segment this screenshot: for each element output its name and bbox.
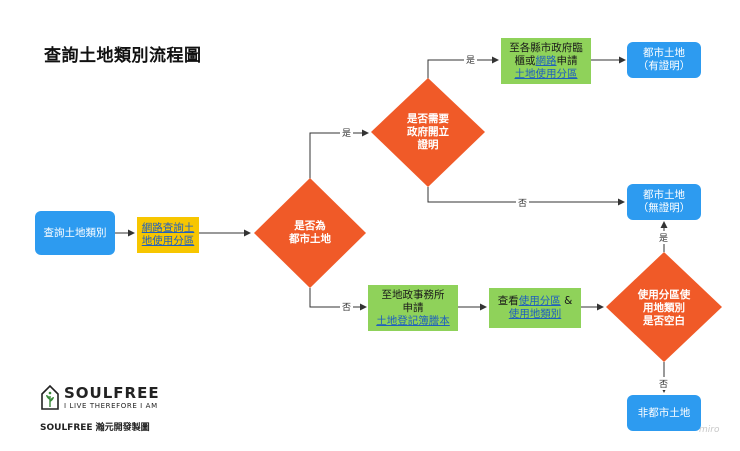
edge-label-urban-yes: 是 (340, 126, 354, 139)
edge-label-blank-no: 否 (657, 377, 671, 390)
decision-blank-label: 使用分區使 用地類別 是否空白 (619, 284, 709, 332)
node-county-apply: 至各縣市政府臨 櫃或網路申請 土地使用分區 (501, 38, 591, 84)
logo-caption: SOULFREE 瀚元開發製圖 (40, 423, 150, 433)
node-start-label: 查詢土地類別 (43, 226, 107, 239)
check-text: 查看 (497, 295, 519, 307)
edge-label-proof-no: 否 (516, 196, 530, 209)
edge-label-proof-yes: 是 (464, 53, 478, 66)
edge-proof-yes (427, 56, 499, 80)
blank-line1: 使用分區使 (637, 288, 691, 301)
node-urban-with-proof: 都市土地 （有證明） (627, 42, 701, 78)
edge-urban-yes (309, 129, 369, 180)
urban-with-line1: 都市土地 (643, 47, 685, 59)
node-check-zoning: 查看使用分區 & 使用地類別 (489, 288, 581, 328)
county-apply-line1: 至各縣市政府臨 (509, 41, 583, 54)
non-urban-label: 非都市土地 (637, 406, 691, 419)
land-office-line1: 至地政事務所 (381, 288, 445, 301)
node-start: 查詢土地類別 (35, 211, 115, 255)
decision-is-urban-label: 是否為 都市土地 (270, 213, 350, 253)
edge-label-urban-no: 否 (340, 300, 354, 313)
county-apply-text: 櫃或 (514, 54, 536, 67)
decision-is-urban (254, 178, 366, 288)
urban-without-line2: （無證明） (637, 202, 691, 214)
node-land-office: 至地政事務所 申請 土地登記簿謄本 (368, 285, 458, 331)
county-apply-line2: 櫃或網路申請 (515, 55, 578, 68)
is-urban-line1: 是否為 (294, 220, 326, 232)
county-apply-text2: 申請 (556, 54, 578, 67)
edge-proof-no (427, 187, 625, 206)
decision-blank (606, 252, 722, 362)
need-proof-line2: 政府開立 (407, 125, 449, 138)
node-urban-without-proof: 都市土地 （無證明） (627, 184, 701, 220)
check-line1: 查看使用分區 & (498, 295, 573, 308)
check-zoning-link[interactable]: 使用分區 (518, 295, 561, 307)
node-non-urban: 非都市土地 (627, 395, 701, 431)
edge-label-blank-yes: 是 (657, 231, 671, 244)
check-landuse-link[interactable]: 使用地類別 (508, 308, 562, 320)
house-plant-logo-icon (41, 384, 59, 410)
miro-watermark: miro (699, 425, 720, 435)
page-title: 查詢土地類別流程圖 (44, 46, 202, 66)
decision-need-proof-label: 是否需要 政府開立 證明 (388, 108, 468, 156)
web-query-link[interactable]: 網路查詢土地使用分區 (141, 222, 195, 247)
blank-line3: 是否空白 (643, 314, 685, 327)
urban-without-line1: 都市土地 (643, 189, 685, 201)
is-urban-line2: 都市土地 (289, 233, 331, 245)
need-proof-line3: 證明 (417, 138, 439, 151)
land-office-line2: 申請 (402, 301, 424, 314)
land-office-register-link[interactable]: 土地登記簿謄本 (376, 314, 450, 327)
county-apply-online-link[interactable]: 網路 (535, 54, 557, 67)
logo-name: SOULFREE (64, 384, 160, 402)
county-apply-zoning-link[interactable]: 土地使用分區 (514, 67, 578, 80)
blank-line2: 用地類別 (643, 301, 685, 314)
node-web-query: 網路查詢土地使用分區 (137, 217, 199, 253)
check-amp: & (560, 295, 573, 307)
urban-with-line2: （有證明） (637, 60, 691, 72)
decision-need-proof (371, 78, 485, 187)
logo-tagline: I LIVE THEREFORE I AM (64, 402, 158, 410)
edge-urban-no (309, 288, 367, 311)
need-proof-line1: 是否需要 (407, 112, 449, 125)
